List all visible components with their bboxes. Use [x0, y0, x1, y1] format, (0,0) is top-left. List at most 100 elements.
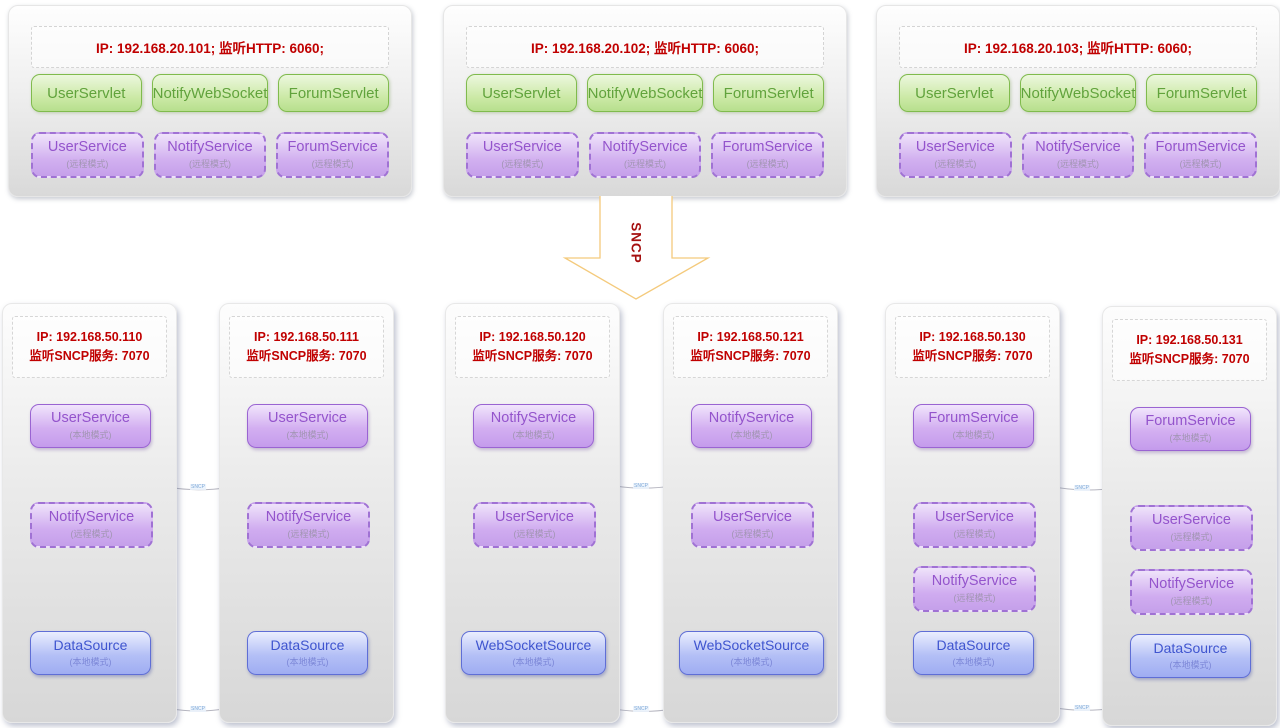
connector-protocol-label: SNCP	[190, 484, 206, 490]
servlet-row: UserServlet NotifyWebSocket ForumServlet	[31, 74, 389, 112]
connector-protocol-label: SNCP	[633, 483, 649, 489]
local-service-box: UserService (本地模式)	[30, 404, 151, 448]
service-name: NotifyService	[931, 572, 1018, 589]
local-service-box: UserService (本地模式)	[247, 404, 368, 448]
service-name: NotifyService	[1035, 138, 1121, 155]
sncp-server-node-120: IP: 192.168.50.120 监听SNCP服务: 7070 Notify…	[445, 303, 620, 723]
server-address-label: IP: 192.168.50.111 监听SNCP服务: 7070	[229, 316, 384, 378]
servlet-row: UserServlet NotifyWebSocket ForumServlet	[899, 74, 1257, 112]
service-mode: (本地模式)	[952, 430, 995, 441]
local-service-box: NotifyService (本地模式)	[691, 404, 812, 448]
servlet-box: ForumServlet	[713, 74, 824, 112]
service-mode: (远程模式)	[934, 159, 977, 170]
service-name: ForumService	[928, 409, 1019, 426]
service-name: NotifyService	[490, 409, 577, 426]
service-mode: (本地模式)	[69, 657, 112, 668]
remote-service-box: UserService (远程模式)	[1130, 505, 1253, 551]
http-server-node-102: IP: 192.168.20.102; 监听HTTP: 6060; UserSe…	[443, 5, 847, 197]
service-name: UserService	[915, 138, 995, 155]
servlet-box: UserServlet	[31, 74, 142, 112]
service-mode: (远程模式)	[953, 593, 996, 604]
sncp-server-node-111: IP: 192.168.50.111 监听SNCP服务: 7070 UserSe…	[219, 303, 394, 723]
connector-protocol-label: SNCP	[633, 706, 649, 712]
servlet-row: UserServlet NotifyWebSocket ForumServlet	[466, 74, 824, 112]
servlet-box: UserServlet	[899, 74, 1010, 112]
remote-service-box: NotifyService (远程模式)	[153, 132, 267, 178]
service-mode: (本地模式)	[286, 657, 329, 668]
service-name: UserService	[268, 409, 347, 426]
local-service-box: ForumService (本地模式)	[913, 404, 1034, 448]
server-listen: 监听SNCP服务: 7070	[912, 349, 1033, 363]
service-name: UserService	[935, 508, 1014, 525]
service-mode: (远程模式)	[1170, 596, 1213, 607]
service-mode: (远程模式)	[311, 159, 354, 170]
service-name: NotifyService	[708, 409, 795, 426]
service-name: ForumService	[1155, 138, 1246, 155]
servlet-box: NotifyWebSocket	[151, 74, 269, 112]
service-mode: (远程模式)	[1170, 532, 1213, 543]
service-name: DataSource	[53, 636, 128, 653]
server-address-label: IP: 192.168.50.120 监听SNCP服务: 7070	[455, 316, 610, 378]
remote-service-box: ForumService (远程模式)	[711, 132, 825, 178]
service-mode: (本地模式)	[1169, 433, 1212, 444]
service-name: DataSource	[936, 636, 1011, 653]
server-address-label: IP: 192.168.50.110 监听SNCP服务: 7070	[12, 316, 167, 378]
remote-service-box: ForumService (远程模式)	[1144, 132, 1258, 178]
datasource-box: DataSource (本地模式)	[247, 631, 368, 675]
service-name: ForumService	[722, 138, 813, 155]
remote-service-box: NotifyService (远程模式)	[1021, 132, 1135, 178]
service-mode: (本地模式)	[512, 657, 555, 668]
sncp-server-node-130: IP: 192.168.50.130 监听SNCP服务: 7070 ForumS…	[885, 303, 1060, 723]
service-mode: (远程模式)	[731, 529, 774, 540]
server-address-label: IP: 192.168.50.131 监听SNCP服务: 7070	[1112, 319, 1267, 381]
remote-service-box: NotifyService (远程模式)	[30, 502, 153, 548]
service-mode: (远程模式)	[1179, 159, 1222, 170]
service-mode: (本地模式)	[1169, 660, 1212, 671]
service-name: WebSocketSource	[693, 636, 810, 653]
local-service-box: NotifyService (本地模式)	[473, 404, 594, 448]
service-name: UserService	[495, 508, 574, 525]
servlet-box: UserServlet	[466, 74, 577, 112]
service-mode: (本地模式)	[512, 430, 555, 441]
service-name: ForumService	[287, 138, 378, 155]
servlet-box: NotifyWebSocket	[1019, 74, 1137, 112]
servlet-box: ForumServlet	[278, 74, 389, 112]
service-name: UserService	[51, 409, 130, 426]
service-name: DataSource	[270, 636, 345, 653]
sncp-server-node-131: IP: 192.168.50.131 监听SNCP服务: 7070 ForumS…	[1102, 306, 1277, 726]
remote-service-box: UserService (远程模式)	[466, 132, 579, 178]
remote-service-box: UserService (远程模式)	[691, 502, 814, 548]
service-name: UserService	[1152, 511, 1231, 528]
service-mode: (本地模式)	[952, 657, 995, 668]
websocketsource-box: WebSocketSource (本地模式)	[461, 631, 606, 675]
server-ip: IP: 192.168.50.120	[479, 329, 586, 344]
server-listen: 监听SNCP服务: 7070	[246, 349, 367, 363]
server-listen: 监听SNCP服务: 7070	[690, 349, 811, 363]
server-address-label: IP: 192.168.20.103; 监听HTTP: 6060;	[899, 26, 1257, 68]
server-ip: IP: 192.168.50.111	[254, 329, 359, 344]
service-mode: (远程模式)	[1057, 159, 1099, 170]
http-server-node-101: IP: 192.168.20.101; 监听HTTP: 6060; UserSe…	[8, 5, 412, 197]
server-address-label: IP: 192.168.50.130 监听SNCP服务: 7070	[895, 316, 1050, 378]
service-mode: (远程模式)	[189, 159, 231, 170]
server-listen: 监听SNCP服务: 7070	[29, 349, 150, 363]
connector-protocol-label: SNCP	[190, 706, 206, 712]
service-mode: (本地模式)	[69, 430, 112, 441]
servlet-box: NotifyWebSocket	[586, 74, 704, 112]
service-name: UserService	[47, 138, 127, 155]
server-listen: 监听SNCP服务: 7070	[472, 349, 593, 363]
servlet-box: ForumServlet	[1146, 74, 1257, 112]
service-mode: (本地模式)	[730, 430, 773, 441]
datasource-box: DataSource (本地模式)	[913, 631, 1034, 675]
server-address-label: IP: 192.168.20.101; 监听HTTP: 6060;	[31, 26, 389, 68]
service-mode: (本地模式)	[286, 430, 329, 441]
remote-service-box: UserService (远程模式)	[899, 132, 1012, 178]
service-row: UserService (远程模式) NotifyService (远程模式) …	[899, 132, 1258, 178]
remote-service-box: NotifyService (远程模式)	[588, 132, 702, 178]
service-name: NotifyService	[265, 508, 352, 525]
remote-service-box: NotifyService (远程模式)	[1130, 569, 1253, 615]
server-address-label: IP: 192.168.50.121 监听SNCP服务: 7070	[673, 316, 828, 378]
datasource-box: DataSource (本地模式)	[1130, 634, 1251, 678]
service-mode: (远程模式)	[501, 159, 544, 170]
